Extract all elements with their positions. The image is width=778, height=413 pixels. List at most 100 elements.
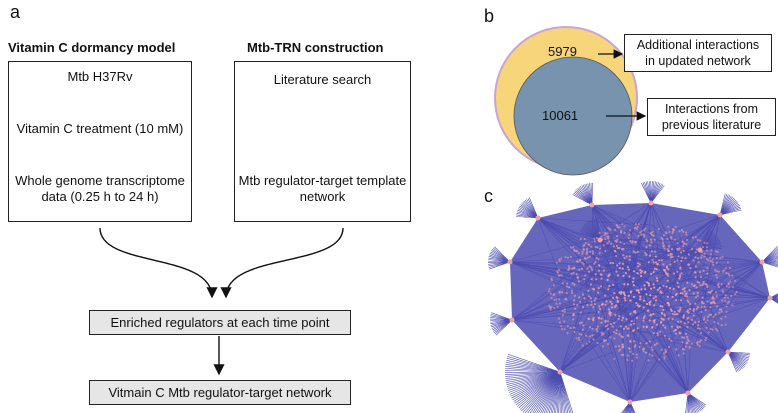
network-edge bbox=[509, 261, 690, 317]
network-edge bbox=[537, 217, 654, 226]
network-node bbox=[666, 237, 669, 240]
network-edge bbox=[661, 297, 689, 394]
network-fan-edge bbox=[699, 248, 722, 251]
network-node bbox=[724, 294, 728, 297]
network-node bbox=[631, 240, 634, 243]
network-node bbox=[670, 339, 673, 342]
network-node bbox=[683, 242, 686, 245]
network-node bbox=[656, 288, 660, 291]
network-fan-edge bbox=[505, 370, 561, 373]
network-node bbox=[611, 325, 614, 328]
network-node bbox=[685, 292, 688, 295]
network-hub-node bbox=[648, 200, 654, 206]
network-node bbox=[637, 289, 640, 292]
network-node bbox=[625, 318, 628, 321]
network-node bbox=[707, 331, 710, 334]
network-node bbox=[688, 307, 692, 310]
network-fan-edge bbox=[555, 371, 561, 413]
network-hub-node bbox=[597, 237, 603, 243]
network-node bbox=[636, 304, 639, 307]
network-node bbox=[664, 348, 667, 351]
network-node bbox=[627, 294, 630, 297]
network-node bbox=[613, 331, 616, 334]
network-edge bbox=[629, 230, 632, 403]
network-node bbox=[717, 270, 720, 273]
network-node bbox=[615, 296, 618, 299]
network-node bbox=[617, 317, 620, 320]
network-node bbox=[600, 317, 603, 320]
network-fan-edge bbox=[505, 371, 561, 383]
network-node bbox=[667, 304, 671, 307]
network-node bbox=[629, 312, 632, 315]
network-node bbox=[625, 255, 628, 258]
network-node bbox=[686, 335, 689, 339]
network-node bbox=[624, 299, 627, 302]
network-node bbox=[659, 321, 663, 324]
network-node bbox=[667, 225, 670, 228]
network-fan-edge bbox=[505, 371, 561, 379]
network-node bbox=[665, 232, 668, 235]
network-edge bbox=[537, 217, 719, 293]
network-node bbox=[684, 294, 687, 297]
network-node bbox=[653, 267, 657, 270]
network-fan-edge bbox=[650, 185, 665, 204]
panel-c-label: c bbox=[484, 186, 493, 206]
left-column-heading: Vitamin C dormancy model bbox=[8, 40, 176, 55]
network-node bbox=[637, 234, 640, 237]
network-fan-edge bbox=[505, 368, 561, 373]
network-node bbox=[718, 285, 721, 289]
network-node bbox=[678, 325, 682, 329]
network-node bbox=[651, 348, 654, 351]
network-node bbox=[592, 306, 595, 309]
network-node bbox=[707, 315, 710, 318]
inner-callout-line1: Interactions from bbox=[664, 102, 759, 116]
network-node bbox=[723, 296, 727, 299]
network-node bbox=[699, 271, 702, 274]
network-fan-edge bbox=[505, 366, 561, 373]
network-node bbox=[720, 308, 723, 311]
network-node bbox=[689, 267, 692, 270]
network-node bbox=[568, 286, 571, 289]
network-node bbox=[725, 310, 728, 313]
network-node bbox=[622, 346, 625, 349]
network-node bbox=[703, 252, 706, 255]
network-node bbox=[715, 261, 718, 264]
network-fan-edge bbox=[491, 312, 513, 321]
network-node bbox=[618, 349, 621, 352]
network-node bbox=[547, 290, 550, 293]
network-node bbox=[650, 250, 654, 253]
network-node bbox=[590, 266, 593, 269]
network-node bbox=[643, 228, 646, 232]
network-edge bbox=[627, 327, 729, 353]
network-node bbox=[672, 272, 676, 275]
network-node bbox=[690, 248, 694, 251]
network-node bbox=[600, 331, 603, 334]
network-node bbox=[578, 268, 581, 271]
network-node bbox=[622, 248, 625, 251]
network-edge bbox=[576, 249, 701, 266]
network-node bbox=[642, 306, 645, 309]
network-node bbox=[603, 340, 606, 343]
network-node bbox=[610, 242, 613, 245]
network-edge bbox=[511, 263, 583, 321]
network-fan-edge bbox=[508, 371, 561, 393]
network-node bbox=[586, 256, 589, 259]
network-node bbox=[681, 288, 685, 291]
network-node bbox=[702, 280, 705, 284]
network-node bbox=[660, 291, 663, 294]
network-node bbox=[642, 350, 645, 353]
network-node bbox=[598, 231, 601, 234]
network-node bbox=[580, 321, 583, 324]
network-fan-edge bbox=[559, 371, 570, 413]
network-node bbox=[714, 291, 718, 294]
network-node bbox=[698, 327, 701, 330]
network-node bbox=[701, 246, 705, 249]
network-node bbox=[660, 259, 664, 262]
network-edge bbox=[559, 351, 613, 373]
network-node bbox=[679, 306, 682, 309]
network-node bbox=[622, 274, 625, 277]
network-node bbox=[628, 347, 631, 350]
network-node bbox=[624, 325, 628, 328]
network-node bbox=[716, 322, 720, 325]
network-node bbox=[673, 310, 676, 313]
